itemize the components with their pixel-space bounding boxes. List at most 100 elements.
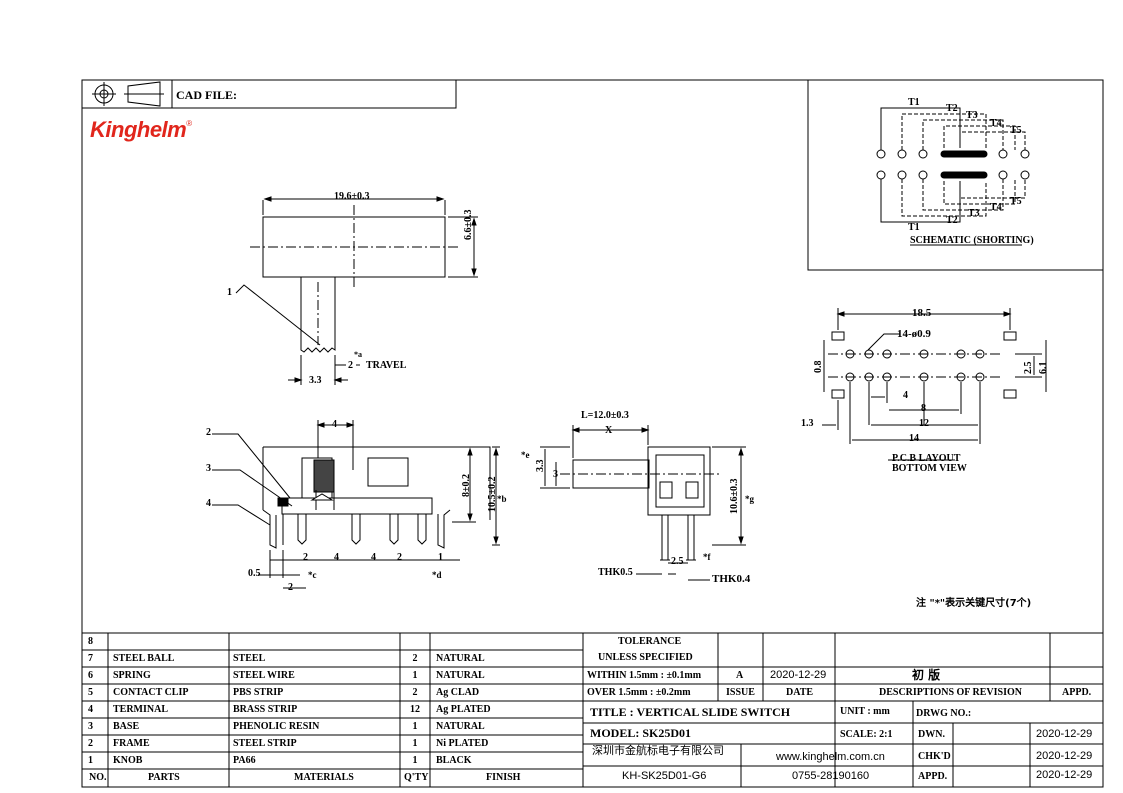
travel-label: TRAVEL [366, 360, 407, 371]
bom-row-finish: Ag PLATED [436, 704, 491, 715]
front-view [212, 420, 500, 589]
dim-top-width: 19.6±0.3 [334, 191, 370, 202]
dim-front-pitch-4a: 4 [334, 552, 339, 563]
bom-row-part: BASE [113, 721, 140, 732]
bom-row-qty: 2 [412, 653, 418, 664]
mark-f: *f [703, 552, 711, 562]
tb-date: DATE [786, 687, 814, 698]
pcb-width: 18.5 [912, 307, 932, 319]
schematic-title: SCHEMATIC (SHORTING) [910, 235, 1034, 246]
pcb-dim-1-3: 1.3 [801, 418, 814, 429]
pcb-title: P.C.B LAYOUT [892, 453, 961, 464]
bom-header-materials: MATERIALS [294, 772, 354, 783]
brand-name: Kinghelm [90, 117, 187, 142]
tb-unit: UNIT : mm [840, 706, 890, 717]
bom-row-part: STEEL BALL [113, 653, 175, 664]
dim-front-pitch-2c: 2 [288, 582, 293, 593]
dim-top-height: 6.6±0.3 [463, 209, 474, 241]
bom-row-qty: 1 [412, 721, 418, 732]
tb-company: 深圳市金航标电子有限公司 [592, 744, 724, 757]
dim-front-pin-width: 0.5 [248, 568, 261, 579]
dim-side-3: 3 [553, 469, 558, 480]
mark-g: *g [745, 494, 754, 504]
projection-symbol-icon [92, 81, 164, 107]
bom-row-material: PHENOLIC RESIN [233, 721, 320, 732]
callout-3: 3 [206, 463, 211, 474]
tb-rev-desc: 初 版 [912, 668, 941, 682]
schematic-t3-top: T3 [966, 110, 978, 121]
tb-chkd: CHK'D [918, 751, 951, 762]
tb-descriptions: DESCRIPTIONS OF REVISION [879, 687, 1022, 698]
schematic-t5-bottom: T5 [1010, 196, 1022, 207]
bom-row-no: 7 [88, 653, 93, 664]
pcb-holes: 14-ø0.9 [897, 328, 931, 340]
schematic-t1-top: T1 [908, 97, 920, 108]
top-view [235, 196, 478, 385]
cad-file-label: CAD FILE: [176, 88, 238, 102]
tb-appd-header: APPD. [1062, 687, 1092, 698]
schematic-box [807, 79, 1104, 271]
mark-d: *d [432, 570, 442, 580]
bom-header-parts: PARTS [148, 772, 180, 783]
bom-row-part: SPRING [113, 670, 151, 681]
pcb-dim-2-5: 2.5 [1023, 361, 1034, 375]
callout-2: 2 [206, 427, 211, 438]
dim-side-length: L=12.0±0.3 [581, 410, 629, 421]
dim-side-thk05: THK0.5 [598, 567, 633, 578]
bom-row-finish: NATURAL [436, 670, 485, 681]
tb-code: KH-SK25D01-G6 [622, 770, 707, 782]
mark-a: *a [354, 350, 362, 359]
dim-front-pitch-2a: 2 [303, 552, 308, 563]
bom-row-qty: 1 [412, 738, 418, 749]
pcb-dim-4: 4 [903, 390, 908, 401]
title-block-grid [583, 633, 1103, 787]
tb-appd-date: 2020-12-29 [1036, 769, 1093, 781]
tb-website: www.kinghelm.com.cn [776, 751, 885, 763]
bom-row-material: PA66 [233, 755, 256, 766]
pcb-subtitle: BOTTOM VIEW [892, 463, 967, 474]
schematic-t3-bottom: T3 [968, 208, 980, 219]
bom-row-material: BRASS STRIP [233, 704, 298, 715]
pcb-dim-14: 14 [909, 433, 919, 444]
bom-table-grid [82, 632, 1103, 787]
callout-1: 1 [227, 287, 232, 298]
dim-travel-value: 2 [348, 360, 353, 371]
bom-row-no: 6 [88, 670, 93, 681]
bom-header-finish: FINISH [486, 772, 521, 783]
bom-row-part: CONTACT CLIP [113, 687, 189, 698]
dim-lever-width: 3.3 [309, 375, 322, 386]
dim-side-2-5: 2.5 [671, 556, 684, 567]
bom-row-no: 4 [88, 704, 93, 715]
schematic-t4-top: T4 [990, 118, 1002, 129]
bom-row-part: KNOB [113, 755, 143, 766]
brand-logo: Kinghelm® [90, 117, 192, 143]
mark-b: *b [497, 494, 507, 504]
bom-row-qty: 1 [412, 670, 418, 681]
dim-side-x: X [605, 425, 613, 436]
pcb-dim-8: 8 [921, 403, 926, 414]
bom-row-qty: 1 [412, 755, 418, 766]
pcb-dim-0-8: 0.8 [813, 360, 824, 374]
callout-4: 4 [206, 498, 211, 509]
schematic-t2-top: T2 [946, 103, 958, 114]
mark-e: *e [521, 450, 530, 460]
dim-front-pitch-top: 4 [332, 419, 337, 430]
bom-row-material: STEEL STRIP [233, 738, 297, 749]
bom-row-part: FRAME [113, 738, 150, 749]
cad-header-box [81, 79, 457, 109]
bom-row-material: PBS STRIP [233, 687, 284, 698]
tb-scale: SCALE: 2:1 [840, 729, 893, 740]
bom-row-finish: Ni PLATED [436, 738, 489, 749]
tb-dwn-date: 2020-12-29 [1036, 728, 1093, 740]
dim-front-pitch-4b: 4 [371, 552, 376, 563]
dim-front-pitch-1: 1 [438, 552, 443, 563]
schematic-diagram [876, 107, 1030, 246]
tb-appd: APPD. [918, 771, 948, 782]
tb-within: WITHIN 1.5mm : ±0.1mm [587, 670, 702, 681]
key-dimension-note: 注 "*"表示关键尺寸(7个) [916, 598, 1032, 609]
pcb-dim-12: 12 [919, 418, 929, 429]
dim-front-pitch-2b: 2 [397, 552, 402, 563]
tb-drwg-no: DRWG NO.: [916, 708, 972, 719]
bom-row-material: STEEL WIRE [233, 670, 295, 681]
